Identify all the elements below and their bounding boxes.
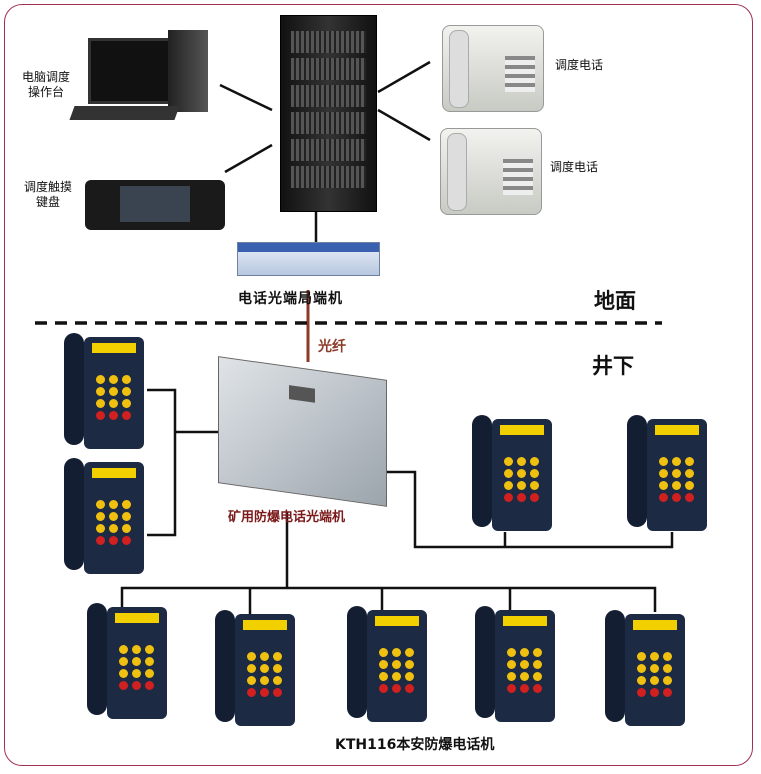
mine-phone-6 (213, 610, 295, 728)
mine-phone-8 (473, 606, 555, 724)
computer-keyboard (69, 106, 180, 120)
mine-phone-3 (470, 415, 552, 533)
mine-phone-7 (345, 606, 427, 724)
line-computer (219, 83, 273, 112)
line-right-phones (385, 470, 674, 549)
mine-phone-2 (62, 458, 144, 576)
line-keyboard (224, 143, 273, 174)
dispatch-phone-1 (442, 25, 544, 112)
mine-phone-9 (603, 610, 685, 728)
server-rack (280, 15, 377, 212)
phones-label: KTH116本安防爆电话机 (335, 737, 495, 753)
dispatch-phone-2-label: 调度电话 (550, 160, 599, 174)
computer-monitor (88, 38, 172, 104)
mine-phone-4 (625, 415, 707, 533)
dispatch-phone-1-label: 调度电话 (555, 58, 604, 72)
fiber-label: 光纤 (318, 339, 346, 355)
optical-terminal-device (237, 242, 380, 276)
touch-keyboard-label: 调度触摸 键盘 (24, 180, 73, 209)
surface-zone-label: 地面 (594, 289, 636, 313)
touch-keyboard-device (85, 180, 225, 230)
line-left-phones (147, 388, 177, 537)
mine-phone-5 (85, 603, 167, 721)
underground-zone-label: 井下 (592, 354, 634, 378)
computer-tower (168, 30, 208, 112)
mine-optical-terminal-box (218, 356, 387, 507)
frame-border (4, 4, 753, 766)
mine-terminal-label: 矿用防爆电话光端机 (228, 510, 346, 525)
mine-phone-1 (62, 333, 144, 451)
line-phone-1 (377, 60, 431, 94)
dispatch-phone-2 (440, 128, 542, 215)
line-phone-2 (377, 108, 431, 142)
optical-terminal-label: 电话光端局端机 (238, 291, 343, 307)
computer-console-label: 电脑调度 操作台 (22, 70, 71, 99)
